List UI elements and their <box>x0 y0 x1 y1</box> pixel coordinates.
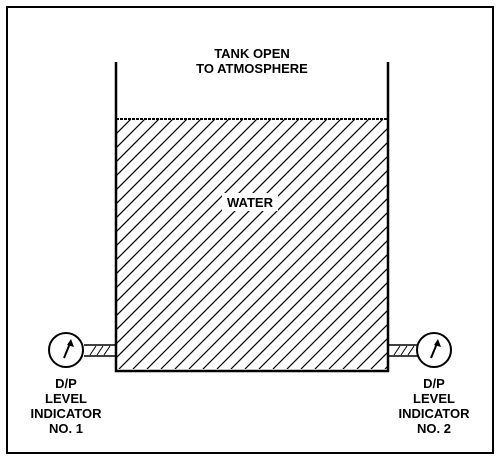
hatch-line <box>117 119 188 190</box>
hatch-line <box>272 254 387 369</box>
hatch-line <box>174 156 387 369</box>
water-label-bg <box>222 193 278 211</box>
indicator-2-line3: INDICATOR <box>398 406 470 421</box>
hatch-line <box>117 119 272 274</box>
hatch-line <box>117 119 258 260</box>
indicator-1-line4: NO. 1 <box>49 421 83 436</box>
hatch-line <box>117 119 216 218</box>
hatch-line <box>342 324 387 369</box>
hatch-line <box>117 119 300 302</box>
hatch-line <box>117 119 314 316</box>
hatch-line <box>117 119 160 162</box>
tank-title-line1: TANK OPEN <box>214 46 290 61</box>
water-region <box>117 119 387 369</box>
hatch-line <box>117 119 356 358</box>
hatch-line <box>117 119 174 176</box>
left-tap-pipe <box>84 344 116 357</box>
water-label: WATER <box>227 195 274 210</box>
hatch-line <box>117 119 146 148</box>
hatch-line <box>356 338 387 369</box>
hatch-line <box>258 240 387 369</box>
right-tap-pipe <box>388 344 418 357</box>
hatch-line <box>117 119 230 232</box>
hatch-line <box>300 282 387 369</box>
pressure-gauge-icon <box>48 332 84 368</box>
hatch-line <box>370 352 387 369</box>
indicator-1-line2: LEVEL <box>45 391 87 406</box>
hatch-line <box>216 198 387 369</box>
hatch-line <box>117 119 328 330</box>
hatch-line <box>118 119 370 369</box>
indicator-2-line1: D/P <box>423 376 445 391</box>
pressure-gauge-icon <box>416 332 452 368</box>
hatch-line <box>230 212 387 369</box>
hatch-line <box>117 119 342 344</box>
hatch-line <box>384 366 387 369</box>
hatch-line <box>117 119 244 246</box>
hatch-line <box>132 119 384 369</box>
hatch-line <box>160 142 387 369</box>
hatch-line <box>244 226 387 369</box>
tank-wall <box>114 62 390 373</box>
hatch-line <box>188 170 387 369</box>
indicator-2-line2: LEVEL <box>413 391 455 406</box>
indicator-2-line4: NO. 2 <box>417 421 451 436</box>
hatch-line <box>328 310 387 369</box>
hatch-line <box>286 268 387 369</box>
hatch-line <box>117 119 202 204</box>
figure-border <box>6 6 494 454</box>
indicator-1-line1: D/P <box>55 376 77 391</box>
indicator-1-line3: INDICATOR <box>30 406 102 421</box>
hatch-line <box>117 119 132 134</box>
hatch-line <box>314 296 387 369</box>
hatch-line <box>146 128 387 369</box>
hatch-line <box>117 119 118 120</box>
hatch-line <box>117 119 286 288</box>
hatch-line <box>202 184 387 369</box>
tank-title-line2: TO ATMOSPHERE <box>196 61 308 76</box>
